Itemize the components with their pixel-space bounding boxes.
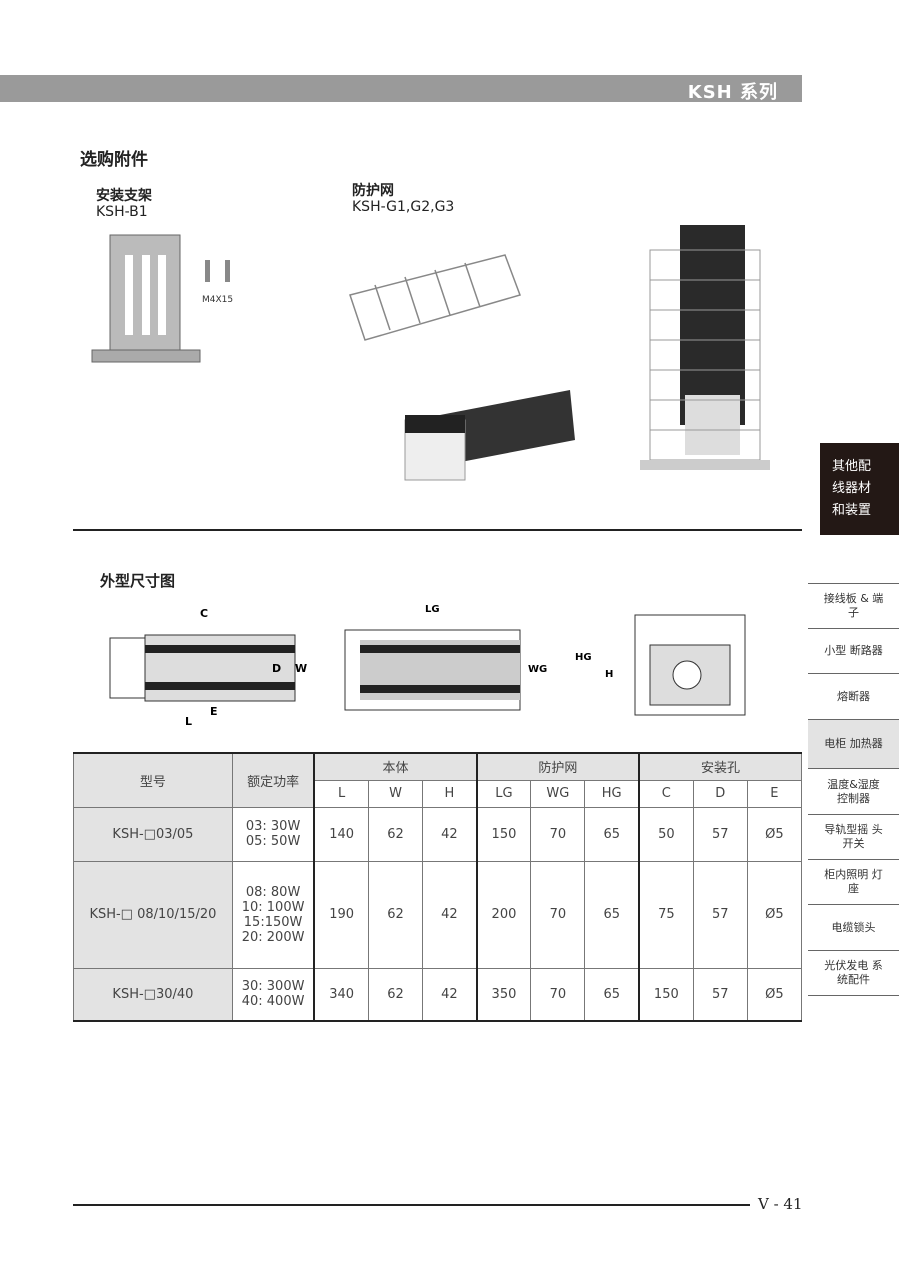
sidebar-item[interactable]: 导轨型摇 头开关	[808, 814, 899, 859]
cell-value: 190	[313, 860, 369, 969]
subheader: HG	[584, 779, 640, 808]
cell-value: 150	[475, 806, 532, 862]
cell-value: Ø5	[746, 806, 803, 862]
header-body: 本体	[313, 752, 478, 781]
cell-value: 350	[475, 967, 532, 1022]
cell-value: Ø5	[746, 967, 803, 1022]
dimension-drawing-guard: LG WG	[344, 604, 547, 711]
cell-value: 62	[367, 860, 424, 969]
header-model: 型号	[73, 752, 233, 808]
section-divider	[73, 529, 802, 531]
svg-text:D: D	[272, 662, 281, 675]
cell-value: Ø5	[746, 860, 803, 969]
cell-value: 42	[422, 967, 478, 1022]
subheader: D	[692, 779, 748, 808]
sidebar-item[interactable]: 接线板 & 端子	[808, 583, 899, 628]
cell-value: 75	[638, 860, 694, 969]
dimensions-title: 外型尺寸图	[100, 572, 176, 590]
cell-value: 42	[422, 806, 478, 862]
subheader: H	[422, 779, 478, 808]
cell-value: 70	[530, 860, 586, 969]
cell-value: 340	[313, 967, 369, 1022]
sidebar-item[interactable]: 熔断器	[808, 673, 899, 719]
footer-rule	[73, 1204, 750, 1206]
svg-text:W: W	[295, 662, 307, 675]
cell-value: 62	[367, 967, 424, 1022]
header-holes: 安装孔	[638, 752, 803, 781]
cell-value: 57	[692, 967, 748, 1022]
cell-model: KSH-□30/40	[73, 967, 233, 1022]
heater-image	[404, 390, 575, 481]
sidebar-item[interactable]: 小型 断路器	[808, 628, 899, 673]
series-title: KSH 系列	[687, 82, 778, 103]
heater-with-guard-image	[640, 225, 770, 470]
sidebar-item-label: 温度&湿度 控制器	[827, 777, 880, 805]
svg-text:E: E	[210, 705, 218, 718]
sidebar-item-label: 导轨型摇 头开关	[824, 823, 883, 850]
svg-text:HG: HG	[575, 652, 592, 663]
sidebar-item[interactable]: 温度&湿度 控制器	[808, 768, 899, 814]
sidebar-item-label: 柜内照明 灯座	[824, 868, 883, 895]
subheader: C	[638, 779, 694, 808]
sidebar-item-label: 光伏发电 系统配件	[824, 959, 883, 986]
guard-mesh-image	[349, 254, 521, 341]
sidebar-item-label: 小型 断路器	[824, 644, 883, 657]
cell-value: 150	[638, 967, 694, 1022]
cell-value: 65	[584, 967, 640, 1022]
subheader: W	[367, 779, 424, 808]
cell-value: 70	[530, 806, 586, 862]
bracket-image: M4X15	[91, 234, 233, 363]
page-number: V - 41	[758, 1195, 803, 1213]
cell-value: 70	[530, 967, 586, 1022]
svg-text:WG: WG	[528, 664, 547, 675]
header-power: 额定功率	[231, 752, 315, 808]
sidebar-item-label: 熔断器	[837, 689, 870, 703]
sidebar-item[interactable]: 柜内照明 灯座	[808, 859, 899, 904]
cell-model: KSH-□03/05	[73, 806, 233, 862]
subheader: WG	[530, 779, 586, 808]
cell-value: 65	[584, 860, 640, 969]
dimension-drawing-side: C D W L E	[109, 607, 307, 728]
sidebar-item-label: 接线板 & 端子	[823, 592, 884, 619]
sidebar-item[interactable]: 电缆锁头	[808, 904, 899, 950]
svg-text:H: H	[605, 669, 613, 680]
cell-value: 57	[692, 860, 748, 969]
sidebar-item[interactable]: 光伏发电 系统配件	[808, 950, 899, 996]
cell-value: 42	[422, 860, 478, 969]
cell-value: 200	[475, 860, 532, 969]
cell-value: 140	[313, 806, 369, 862]
dimension-drawing-end: HG H	[575, 614, 746, 716]
accessories-title: 选购附件	[80, 150, 148, 170]
cell-value: 57	[692, 806, 748, 862]
sidebar-item-label: 电缆锁头	[831, 920, 876, 934]
section-tab-other-wiring[interactable]: 其他配线器材和装置	[820, 443, 899, 535]
cell-value: 50	[638, 806, 694, 862]
sidebar-item[interactable]: 电柜 加热器	[808, 719, 899, 768]
cell-value: 65	[584, 806, 640, 862]
subheader: LG	[475, 779, 532, 808]
svg-text:LG: LG	[425, 604, 440, 615]
cell-value: 62	[367, 806, 424, 862]
svg-text:L: L	[185, 715, 192, 728]
subheader: E	[746, 779, 803, 808]
header-guard: 防护网	[475, 752, 640, 781]
sidebar-item-label: 电柜 加热器	[824, 737, 883, 750]
series-header-bar: KSH 系列	[0, 75, 802, 103]
svg-text:C: C	[200, 607, 208, 620]
cell-model: KSH-□ 08/10/15/20	[73, 860, 233, 969]
subheader: L	[313, 779, 369, 808]
svg-text:M4X15: M4X15	[202, 295, 233, 305]
